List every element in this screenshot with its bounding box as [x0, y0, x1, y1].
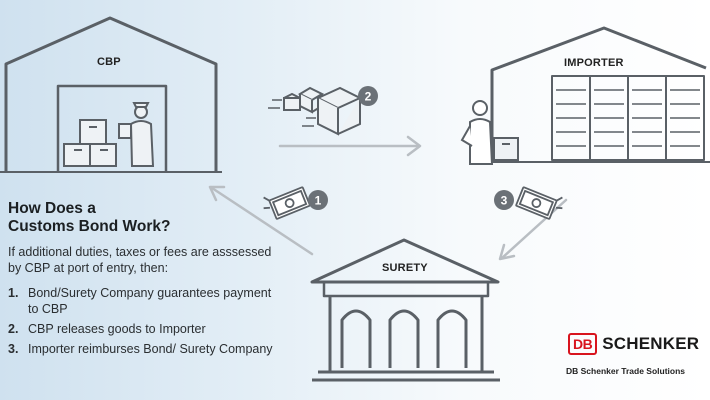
importer-label: IMPORTER — [564, 57, 624, 69]
cbp-worker-boxes-icon — [63, 102, 155, 167]
shipping-boxes-icon — [268, 86, 363, 136]
importer-worker-icon — [460, 100, 519, 165]
cbp-label: CBP — [97, 56, 121, 68]
list-item: 2. CBP releases goods to Importer — [8, 321, 278, 337]
money-icon-3 — [515, 186, 563, 220]
brand-name: SCHENKER — [602, 334, 700, 353]
svg-text:3: 3 — [501, 194, 508, 208]
step-text: CBP releases goods to Importer — [28, 322, 206, 336]
steps-list: 1. Bond/Surety Company guarantees payment… — [8, 285, 278, 361]
importer-warehouse-icon — [486, 26, 710, 163]
step-badge-2: 2 — [358, 86, 378, 106]
brand-tagline: DB Schenker Trade Solutions — [566, 366, 686, 376]
cbp-warehouse-icon — [0, 16, 222, 173]
db-schenker-logo: DB SCHENKER — [568, 333, 699, 355]
svg-text:1: 1 — [315, 194, 322, 208]
step-text: Bond/Surety Company guarantees payment t… — [28, 286, 272, 316]
list-item: 1. Bond/Surety Company guarantees payment… — [8, 285, 278, 317]
step-badge-3: 3 — [494, 190, 514, 210]
step-number: 1. — [8, 286, 19, 300]
money-icon-1 — [263, 186, 311, 220]
page-title: How Does a Customs Bond Work? — [8, 200, 170, 236]
title-line-2: Customs Bond Work? — [8, 218, 171, 235]
flow-arrows — [208, 135, 568, 261]
surety-building-icon — [310, 238, 500, 382]
db-logo-mark: DB — [568, 333, 598, 355]
step-number: 2. — [8, 322, 19, 336]
step-text: Importer reimburses Bond/ Surety Company — [28, 342, 273, 356]
step-badge-1: 1 — [308, 190, 328, 210]
title-line-1: How Does a — [8, 200, 96, 217]
surety-label: SURETY — [382, 262, 428, 274]
svg-text:2: 2 — [365, 90, 372, 104]
step-number: 3. — [8, 342, 19, 356]
list-item: 3. Importer reimburses Bond/ Surety Compa… — [8, 341, 278, 357]
intro-text: If additional duties, taxes or fees are … — [8, 245, 272, 275]
